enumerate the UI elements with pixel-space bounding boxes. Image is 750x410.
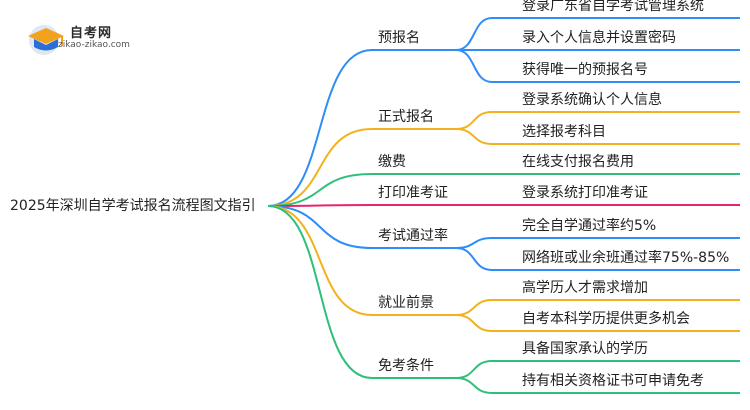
leaf-connector (455, 128, 493, 145)
leaf-connector (455, 111, 493, 130)
root-connector (267, 128, 373, 207)
leaf-connector (455, 49, 493, 83)
leaf-connector (455, 17, 493, 51)
leaf-connector (455, 237, 493, 249)
root-topic: 2025年深圳自学考试报名流程图文指引 (10, 198, 256, 214)
leaf-connector (455, 247, 493, 271)
leaf-topic: 登录广东省自学考试管理系统 (522, 0, 704, 14)
branch-topic: 缴费 (378, 154, 406, 170)
leaf-topic: 自考本科学历提供更多机会 (522, 311, 690, 327)
root-connector (267, 205, 373, 379)
branch-topic: 正式报名 (378, 109, 434, 125)
site-logo (24, 18, 140, 58)
branch-topic: 考试通过率 (378, 228, 448, 244)
leaf-topic: 高学历人才需求增加 (522, 280, 648, 296)
leaf-topic: 录入个人信息并设置密码 (522, 30, 676, 46)
graduation-cap-icon (28, 25, 64, 55)
leaf-topic: 登录系统打印准考证 (522, 185, 648, 201)
branch-topic: 打印准考证 (378, 185, 448, 201)
brand-name: 自考网 (70, 26, 113, 41)
leaf-connector (455, 377, 493, 394)
leaf-topic: 具备国家承认的学历 (522, 341, 648, 357)
leaf-connector (455, 314, 493, 332)
leaf-topic: 持有相关资格证书可申请免考 (522, 373, 704, 389)
root-connector (267, 204, 373, 207)
root-connector (267, 205, 373, 316)
branch-topic: 就业前景 (378, 295, 434, 311)
brand-url: zikao-zikao.com (58, 40, 130, 50)
leaf-topic: 在线支付报名费用 (522, 154, 634, 170)
leaf-connector (455, 299, 493, 316)
root-connector (267, 49, 373, 207)
leaf-connector (455, 360, 493, 379)
leaf-topic: 登录系统确认个人信息 (522, 92, 662, 108)
root-connector (267, 173, 373, 207)
leaf-topic: 获得唯一的预报名号 (522, 62, 648, 78)
leaf-topic: 网络班或业余班通过率75%-85% (522, 250, 730, 266)
root-connector (267, 205, 373, 249)
branch-topic: 预报名 (378, 30, 420, 46)
leaf-topic: 选择报考科目 (522, 124, 606, 140)
branch-topic: 免考条件 (378, 358, 434, 374)
leaf-topic: 完全自学通过率约5% (522, 218, 657, 234)
